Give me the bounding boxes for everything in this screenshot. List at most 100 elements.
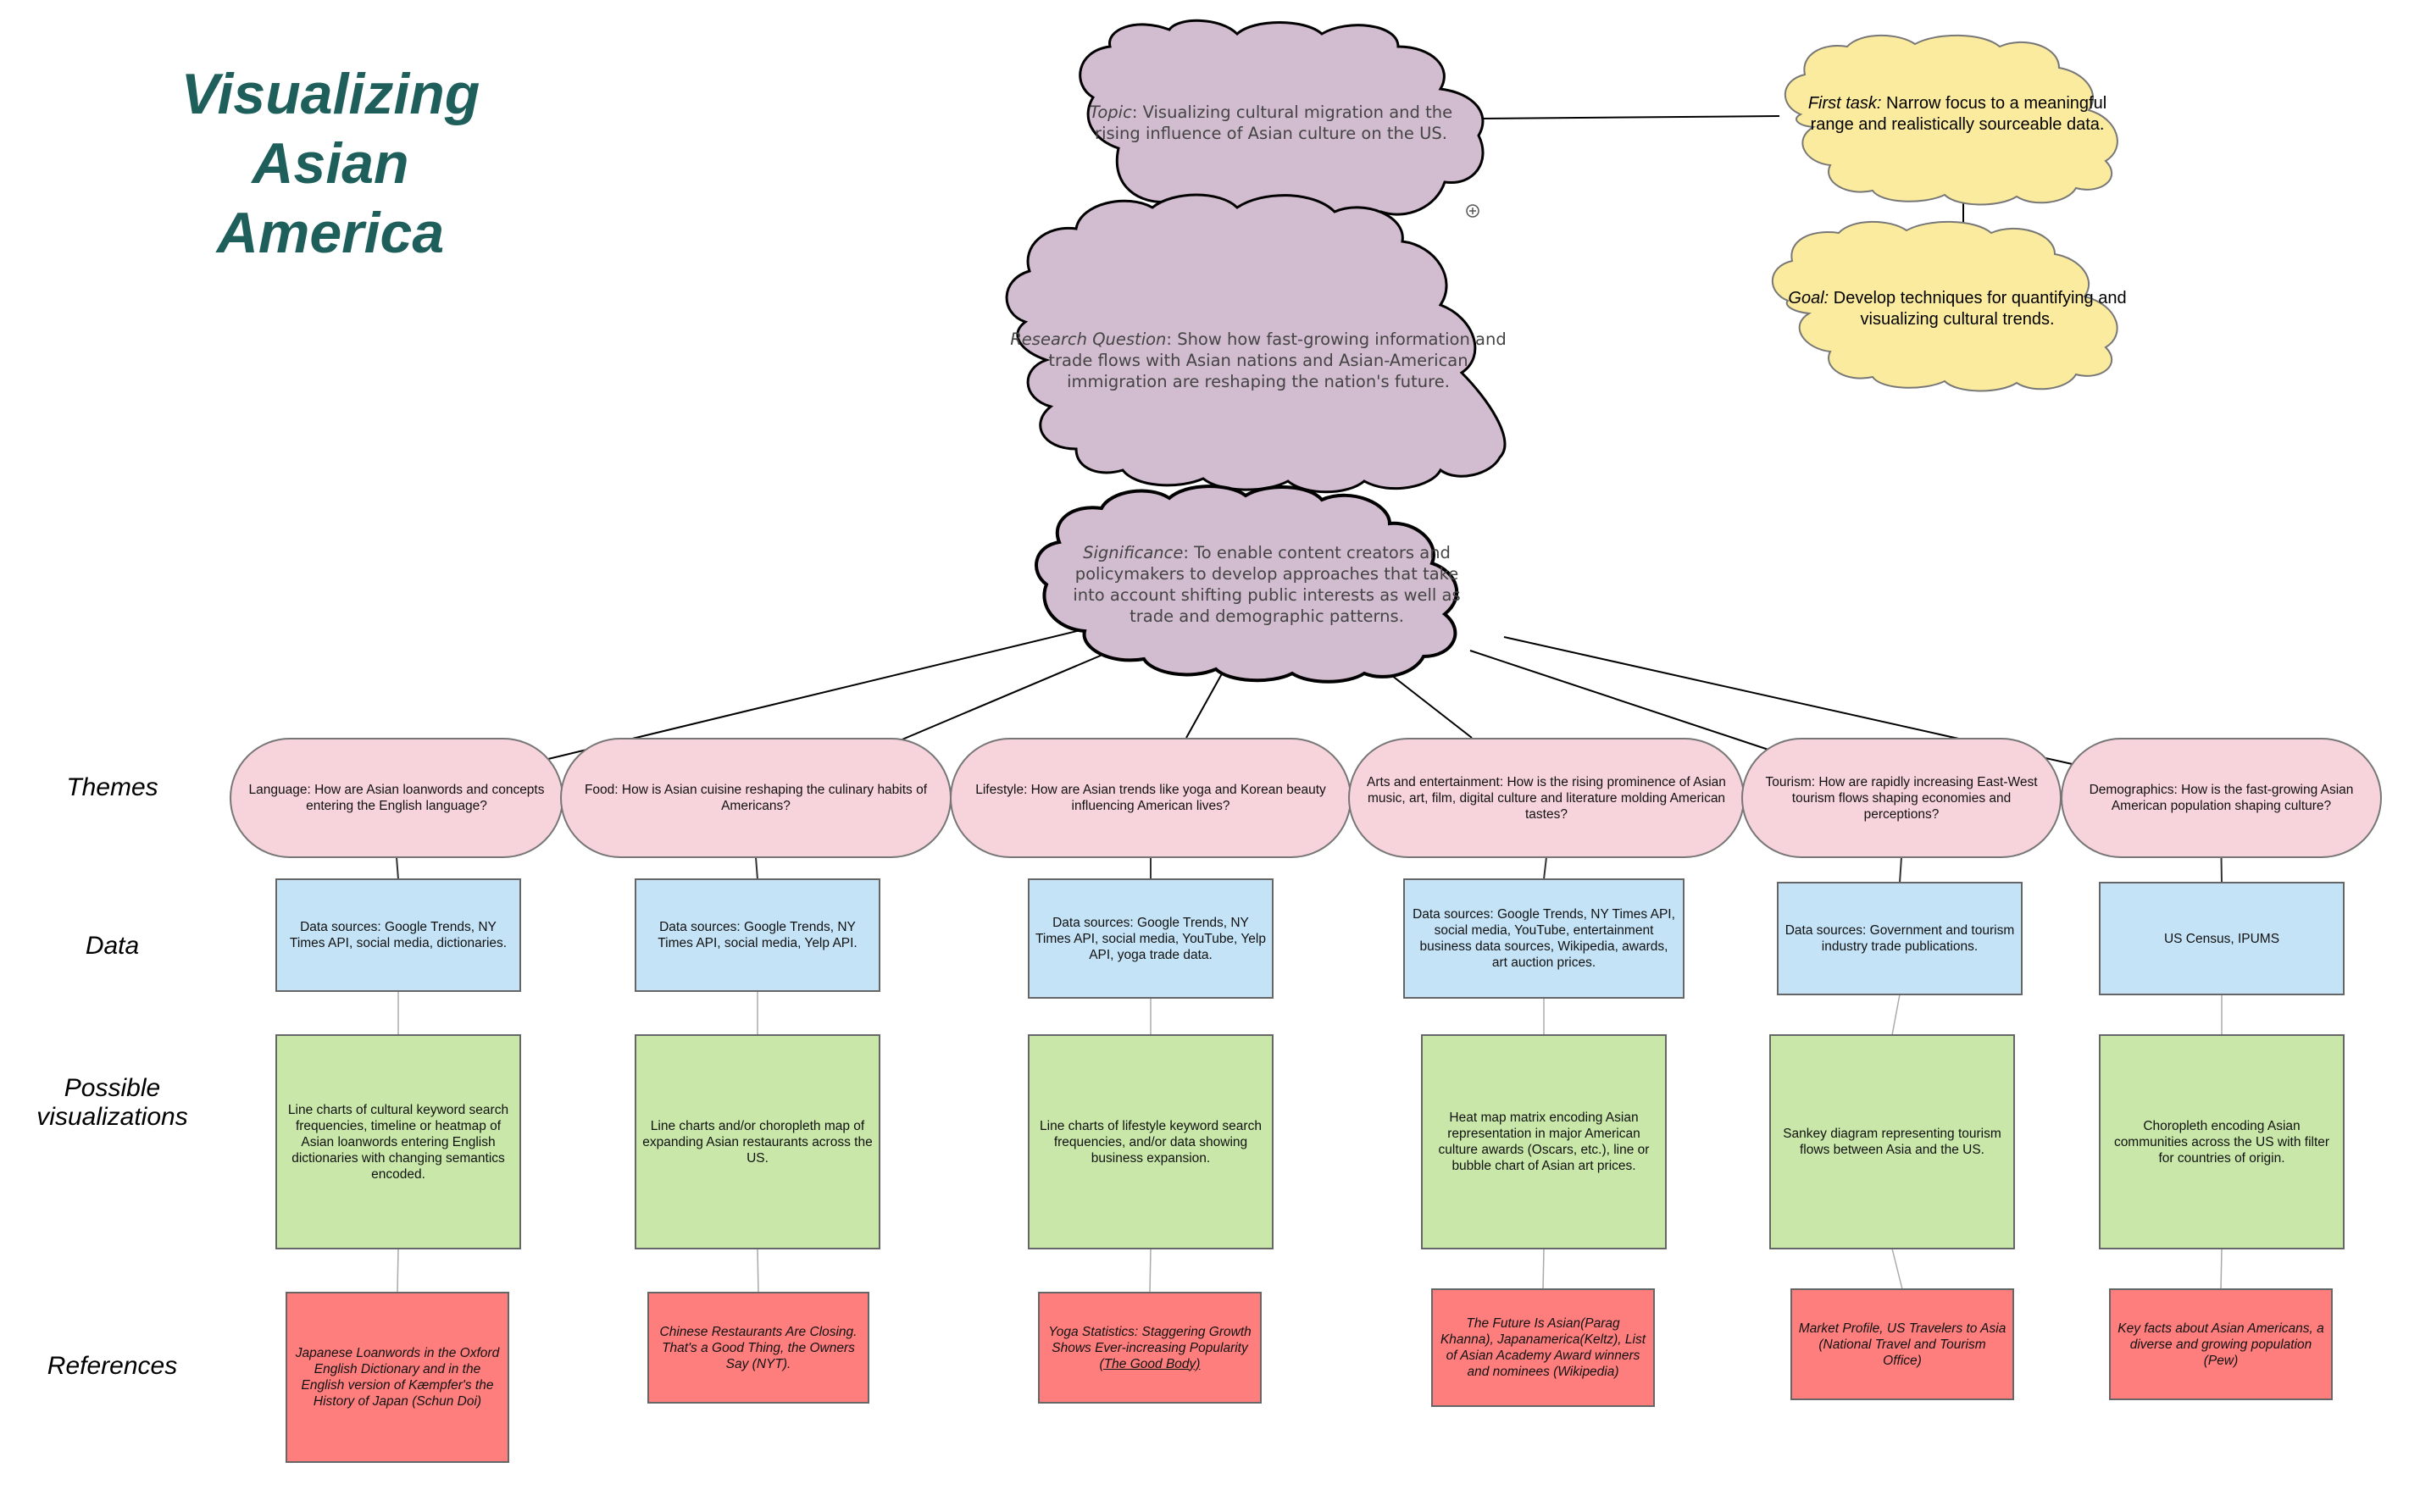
viz-text-language-label: Line charts of cultural keyword search f… bbox=[287, 1102, 509, 1182]
viz-text-language: Line charts of cultural keyword search f… bbox=[276, 1035, 520, 1249]
theme-text-food: Food: How is Asian cuisine reshaping the… bbox=[561, 739, 951, 857]
reference-link-lifestyle[interactable]: (The Good Body) bbox=[1099, 1356, 1201, 1371]
data-node-demographics[interactable] bbox=[2099, 882, 2345, 995]
column-connectors-light bbox=[397, 991, 2223, 1293]
data-text-arts: Data sources: Google Trends, NY Times AP… bbox=[1404, 879, 1684, 998]
connector-data-viz-tourism bbox=[1891, 994, 1901, 1036]
data-text-lifestyle-label: Data sources: Google Trends, NY Times AP… bbox=[1035, 915, 1266, 962]
research-question-cloud[interactable] bbox=[1005, 193, 1507, 494]
connector-significance-arts bbox=[1383, 668, 1473, 739]
data-text-tourism-label: Data sources: Government and tourism ind… bbox=[1784, 923, 2015, 954]
data-node-tourism[interactable] bbox=[1777, 882, 2023, 995]
data-node-language[interactable] bbox=[275, 878, 521, 992]
viz-text-food-label: Line charts and/or choropleth map of exp… bbox=[642, 1118, 873, 1166]
viz-text-arts: Heat map matrix encoding Asian represent… bbox=[1422, 1035, 1666, 1249]
significance-text: Significance: To enable content creators… bbox=[1068, 538, 1466, 631]
connector-theme-data-demographics bbox=[2220, 856, 2223, 883]
significance-cloud[interactable] bbox=[1035, 485, 1459, 684]
topic-label: Topic bbox=[1089, 102, 1132, 122]
data-node-food[interactable] bbox=[635, 878, 880, 992]
theme-text-lifestyle: Lifestyle: How are Asian trends like yog… bbox=[951, 739, 1351, 857]
viz-text-lifestyle: Line charts of lifestyle keyword search … bbox=[1029, 1035, 1273, 1249]
connector-viz-ref-language bbox=[397, 1248, 399, 1293]
viz-text-tourism: Sankey diagram representing tourism flow… bbox=[1770, 1035, 2014, 1249]
data-text-language: Data sources: Google Trends, NY Times AP… bbox=[276, 879, 520, 991]
reference-node-tourism[interactable] bbox=[1790, 1288, 2014, 1400]
connector-theme-data-food bbox=[755, 856, 758, 880]
connector-theme-data-language bbox=[396, 856, 399, 880]
viz-node-lifestyle[interactable] bbox=[1028, 1034, 1274, 1249]
first-task-body: Narrow focus to a meaningful range and r… bbox=[1810, 94, 2107, 134]
first-task-label: First task: bbox=[1807, 94, 1882, 113]
connector-significance-tourism bbox=[1469, 650, 1777, 753]
theme-text-arts-label: Arts and entertainment: How is the risin… bbox=[1367, 774, 1726, 822]
page-title: Visualizing Asian America bbox=[180, 62, 480, 265]
theme-node-demographics[interactable] bbox=[2061, 738, 2382, 858]
connector-viz-ref-lifestyle bbox=[1149, 1248, 1152, 1293]
reference-text-arts-label: The Future Is Asian(Parag Khanna), Japan… bbox=[1440, 1316, 1646, 1379]
data-node-arts[interactable] bbox=[1403, 878, 1685, 999]
theme-text-tourism-label: Tourism: How are rapidly increasing East… bbox=[1765, 774, 2038, 822]
theme-text-arts: Arts and entertainment: How is the risin… bbox=[1349, 739, 1744, 857]
theme-text-lifestyle-label: Lifestyle: How are Asian trends like yog… bbox=[975, 783, 1326, 813]
reference-text-lifestyle: Yoga Statistics: Staggering Growth Shows… bbox=[1039, 1293, 1261, 1403]
plus-circle-icon[interactable] bbox=[1466, 204, 1479, 218]
research-question-text: Research Question: Show how fast-growing… bbox=[1004, 318, 1512, 402]
first-task-text: First task: Narrow focus to a meaningful… bbox=[1788, 85, 2127, 144]
viz-node-food[interactable] bbox=[635, 1034, 880, 1249]
row-label-possible-visualizations: Possible visualizations bbox=[36, 1074, 188, 1131]
reference-node-demographics[interactable] bbox=[2109, 1288, 2333, 1400]
data-text-food-label: Data sources: Google Trends, NY Times AP… bbox=[658, 920, 858, 950]
viz-text-food: Line charts and/or choropleth map of exp… bbox=[636, 1035, 880, 1249]
data-node-lifestyle[interactable] bbox=[1028, 878, 1274, 999]
viz-node-demographics[interactable] bbox=[2099, 1034, 2345, 1249]
viz-node-tourism[interactable] bbox=[1769, 1034, 2015, 1249]
theme-text-language-label: Language: How are Asian loanwords and co… bbox=[248, 783, 545, 813]
first-task-cloud[interactable] bbox=[1784, 34, 2118, 206]
topic-text: Topic: Visualizing cultural migration an… bbox=[1072, 93, 1470, 152]
row-label-data: Data bbox=[85, 932, 140, 960]
reference-text-tourism-label: Market Profile, US Travelers to Asia (Na… bbox=[1798, 1321, 2006, 1368]
connector-topic-first-task bbox=[1478, 115, 1780, 119]
connector-viz-ref-tourism bbox=[1891, 1248, 1903, 1290]
reference-text-demographics-label: Key facts about Asian Americans, a diver… bbox=[2118, 1321, 2324, 1368]
data-text-tourism: Data sources: Government and tourism ind… bbox=[1778, 883, 2022, 994]
column-connectors bbox=[396, 856, 2223, 883]
reference-text-arts: The Future Is Asian(Parag Khanna), Japan… bbox=[1432, 1289, 1654, 1406]
theme-text-tourism: Tourism: How are rapidly increasing East… bbox=[1742, 739, 2061, 857]
theme-text-language: Language: How are Asian loanwords and co… bbox=[230, 739, 563, 857]
research-question-body: : Show how fast-growing information and … bbox=[1048, 329, 1507, 391]
reference-node-arts[interactable] bbox=[1431, 1288, 1655, 1407]
connector-theme-data-tourism bbox=[1899, 856, 1902, 883]
row-label-references: References bbox=[47, 1352, 178, 1380]
viz-node-arts[interactable] bbox=[1421, 1034, 1667, 1249]
reference-node-language[interactable] bbox=[286, 1292, 509, 1463]
viz-node-language[interactable] bbox=[275, 1034, 521, 1249]
reference-text-language-label: Japanese Loanwords in the Oxford English… bbox=[295, 1346, 500, 1409]
significance-label: Significance bbox=[1083, 543, 1184, 562]
viz-text-lifestyle-label: Line charts of lifestyle keyword search … bbox=[1040, 1118, 1262, 1166]
viz-text-arts-label: Heat map matrix encoding Asian represent… bbox=[1438, 1110, 1650, 1173]
goal-body: Develop techniques for quantifying and v… bbox=[1829, 289, 2127, 329]
viz-text-demographics-label: Choropleth encoding Asian communities ac… bbox=[2113, 1118, 2330, 1166]
connector-viz-ref-demographics bbox=[2220, 1248, 2223, 1290]
connector-viz-ref-arts bbox=[1542, 1248, 1545, 1290]
reference-node-food[interactable] bbox=[647, 1292, 869, 1404]
theme-text-demographics: Demographics: How is the fast-growing As… bbox=[2062, 739, 2381, 857]
viz-text-tourism-label: Sankey diagram representing tourism flow… bbox=[1783, 1127, 2001, 1157]
connector-theme-data-arts bbox=[1543, 856, 1547, 880]
data-text-demographics: US Census, IPUMS bbox=[2100, 883, 2344, 994]
goal-cloud[interactable] bbox=[1771, 220, 2118, 392]
reference-text-demographics: Key facts about Asian Americans, a diver… bbox=[2110, 1289, 2332, 1399]
data-text-demographics-label: US Census, IPUMS bbox=[2163, 931, 2280, 946]
significance-body: : To enable content creators and policym… bbox=[1073, 543, 1461, 626]
node-shapes bbox=[230, 738, 2382, 1463]
research-question-label: Research Question bbox=[1010, 329, 1167, 349]
theme-text-demographics-label: Demographics: How is the fast-growing As… bbox=[2089, 783, 2354, 813]
reference-text-food-label: Chinese Restaurants Are Closing. That's … bbox=[659, 1324, 858, 1371]
goal-text: Goal: Develop techniques for quantifying… bbox=[1771, 280, 2144, 339]
data-text-language-label: Data sources: Google Trends, NY Times AP… bbox=[289, 920, 508, 950]
connector-significance-lifestyle bbox=[1185, 668, 1225, 739]
reference-node-lifestyle[interactable] bbox=[1038, 1292, 1262, 1404]
